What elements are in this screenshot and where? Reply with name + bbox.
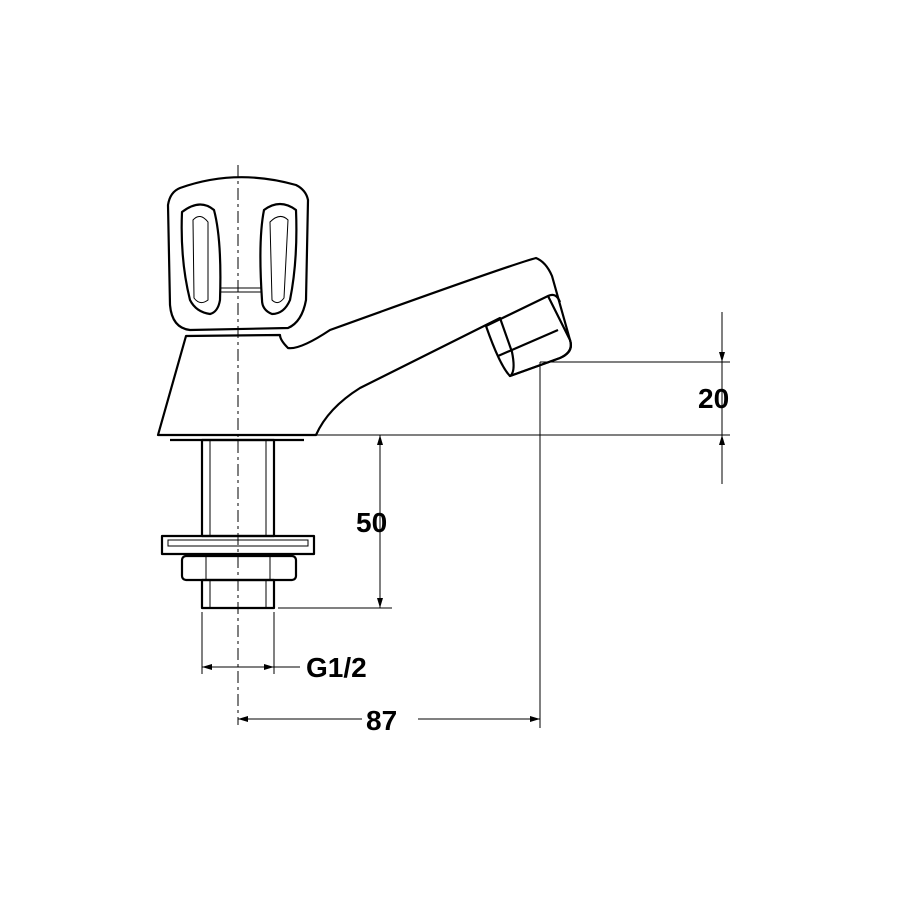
handle-groove-left	[180, 203, 222, 316]
lock-nut	[180, 554, 298, 582]
dim-label-shank-length: 50	[356, 507, 387, 538]
spout-nozzle	[484, 294, 572, 378]
dimension-lines	[201, 312, 730, 728]
faucet-outline	[156, 176, 572, 610]
dim-label-thread: G1/2	[306, 652, 367, 683]
body-and-spout	[156, 256, 572, 437]
dim-label-projection: 87	[366, 705, 397, 736]
dim-label-spout-height: 20	[698, 383, 729, 414]
handle-groove-right	[259, 202, 298, 316]
handle-knob	[166, 176, 310, 332]
